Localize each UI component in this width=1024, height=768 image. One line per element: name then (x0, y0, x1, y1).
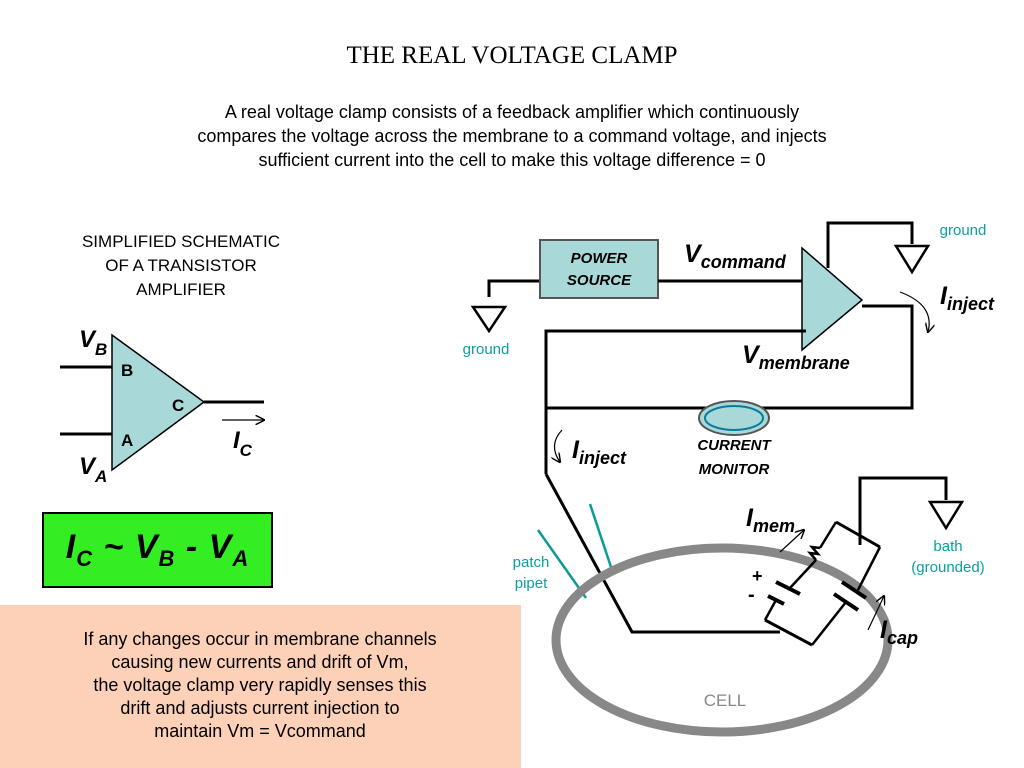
resistor-lead-top (818, 521, 838, 549)
ground-right-icon (893, 244, 931, 275)
current-monitor-label-line1: CURRENT (697, 437, 772, 454)
formula-va-sub: A (232, 545, 250, 571)
note-box (0, 605, 521, 768)
iinject-right-arrow-icon (899, 291, 929, 332)
battery-minus-label: - (748, 584, 755, 606)
pipet-wall-right (588, 503, 614, 571)
bath-label-line1: bath (933, 538, 962, 555)
amplifier-triangle (111, 333, 206, 472)
note-line: drift and adjusts current injection to (120, 698, 400, 718)
note-line: the voltage clamp very rapidly senses th… (93, 675, 427, 695)
ground-left-label: ground (463, 341, 510, 358)
power-source-label-line2: SOURCE (567, 272, 632, 289)
note-line: If any changes occur in membrane channel… (83, 629, 437, 649)
formula-i-sub: C (76, 545, 94, 571)
iinject-right-label: Iinject (940, 282, 995, 314)
formula-vb: V (134, 528, 159, 567)
current-monitor-icon (698, 400, 770, 436)
membrane-bottom-wire (764, 618, 813, 647)
vmembrane-label: Vmembrane (742, 341, 850, 373)
bath-label-line2: (grounded) (911, 559, 984, 576)
patch-pipet-label-line1: patch (513, 554, 550, 571)
schematic-heading-line: OF A TRANSISTOR (105, 256, 257, 275)
ground-right-label: ground (940, 222, 987, 239)
output-loop-wire (546, 304, 914, 410)
capacitor-lead-top (856, 546, 882, 591)
pin-b-label: B (121, 361, 133, 380)
feedback-amplifier (801, 246, 864, 352)
transistor-amplifier: VB VA B A C IC (60, 326, 264, 486)
cell-membrane (551, 543, 893, 737)
pin-a-label: A (121, 431, 133, 450)
schematic-heading-line: SIMPLIFIED SCHEMATIC (81, 232, 281, 251)
pin-c-label: C (172, 396, 184, 415)
current-monitor-ring (704, 405, 764, 431)
imem-arrow-icon (779, 530, 804, 553)
membrane-sense-wire (544, 329, 806, 474)
intro-line: sufficient current into the cell to make… (258, 150, 766, 170)
va-label: VA (79, 453, 107, 486)
note-text: If any changes occur in membrane channel… (40, 628, 480, 743)
note-line: causing new currents and drift of Vm, (111, 652, 409, 672)
vb-label: VB (79, 326, 107, 359)
power-source-box (539, 239, 659, 299)
battery-long-plate (775, 580, 801, 596)
capacitor-lead-bottom (811, 601, 847, 646)
formula-va: V (208, 528, 233, 567)
formula-vb-sub: B (158, 545, 176, 571)
cell-label: CELL (704, 691, 747, 710)
iinject-left-arrow-icon (554, 429, 563, 462)
page-title: THE REAL VOLTAGE CLAMP (346, 42, 678, 69)
current-monitor-label-line2: MONITOR (699, 461, 770, 478)
note-line: maintain Vm = Vcommand (154, 721, 366, 741)
pipet-wire (544, 473, 780, 634)
capacitor-plate-top (840, 580, 868, 600)
iinject-left-label: Iinject (572, 436, 627, 468)
schematic-heading: SIMPLIFIED SCHEMATIC OF A TRANSISTOR AMP… (50, 230, 312, 302)
ground-bath-icon (927, 500, 965, 531)
intro-line: compares the voltage across the membrane… (197, 126, 827, 146)
battery-plus-label: + (752, 566, 763, 586)
ic-label: IC (233, 427, 253, 460)
formula-i: I (65, 528, 77, 567)
power-source-label-line1: POWER (571, 250, 628, 267)
battery-lead-bottom (763, 599, 778, 621)
power-ground-wire (487, 279, 540, 297)
resistor-lead-mid (789, 559, 817, 589)
pipet-wall-left (536, 529, 588, 599)
icap-label: Icap (880, 616, 918, 648)
intro-line: A real voltage clamp consists of a feedb… (224, 102, 800, 122)
amp-ground-wire (826, 221, 914, 268)
formula-box: IC ~ VB - VA (42, 512, 273, 588)
icap-arrow-icon (867, 596, 884, 631)
vcommand-label: Vcommand (684, 240, 787, 272)
intro-text: A real voltage clamp consists of a feedb… (130, 100, 894, 172)
patch-pipet-label-line2: pipet (515, 575, 548, 592)
membrane-top-wire (835, 520, 881, 549)
formula: IC ~ VB - VA (66, 528, 250, 572)
bath-ground-wire (858, 476, 948, 545)
formula-minus: - (185, 528, 199, 567)
schematic-heading-line: AMPLIFIER (136, 280, 226, 299)
imem-label: Imem (746, 504, 795, 536)
formula-tilde: ~ (103, 528, 125, 567)
ground-left-icon (470, 305, 508, 334)
clamp-circuit: - + POWER SOURCE Vcommand Vmembrane Iinj… (463, 221, 995, 737)
resistor-icon (806, 545, 822, 561)
